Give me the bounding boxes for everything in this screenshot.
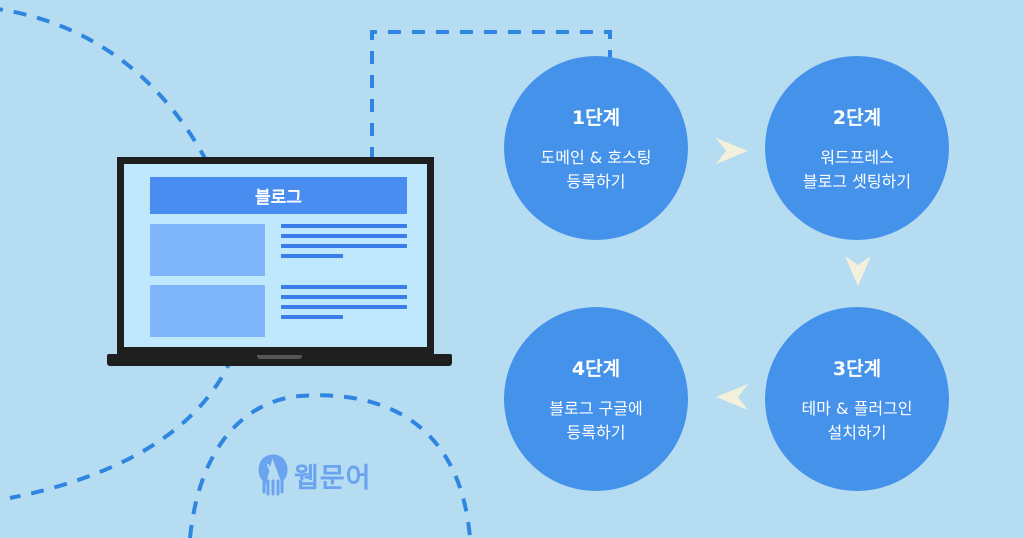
step-title: 4단계 xyxy=(571,357,621,380)
blog-text-lines xyxy=(281,285,407,325)
brand-name: 웹문어 xyxy=(294,462,372,494)
blog-image-placeholder xyxy=(150,285,265,337)
dashed-arc-bottom xyxy=(188,393,472,538)
blog-text-lines xyxy=(281,224,407,264)
step-2-circle: 2단계 워드프레스 블로그 셋팅하기 xyxy=(765,56,949,240)
brand-logo: 웹문어 xyxy=(258,454,372,496)
arrow-right-icon xyxy=(716,138,748,164)
step-title: 1단계 xyxy=(571,106,621,129)
step-4-circle: 4단계 블로그 구글에 등록하기 xyxy=(504,307,688,491)
arrow-left-icon xyxy=(716,384,748,410)
step-title: 2단계 xyxy=(832,106,882,129)
step-description: 블로그 구글에 등록하기 xyxy=(549,398,643,442)
step-description: 도메인 & 호스팅 등록하기 xyxy=(540,147,652,191)
dashed-bracket-top xyxy=(370,30,612,160)
step-description: 워드프레스 블로그 셋팅하기 xyxy=(802,147,912,191)
step-3-circle: 3단계 테마 & 플러그인 설치하기 xyxy=(765,307,949,491)
laptop-screen: 블로그 xyxy=(117,157,434,356)
blog-image-placeholder xyxy=(150,224,265,276)
arrow-down-icon xyxy=(845,256,871,286)
step-1-circle: 1단계 도메인 & 호스팅 등록하기 xyxy=(504,56,688,240)
laptop-base xyxy=(107,354,452,366)
octopus-icon xyxy=(258,454,288,496)
blog-header: 블로그 xyxy=(150,177,407,214)
step-title: 3단계 xyxy=(832,357,882,380)
step-description: 테마 & 플러그인 설치하기 xyxy=(801,398,913,442)
